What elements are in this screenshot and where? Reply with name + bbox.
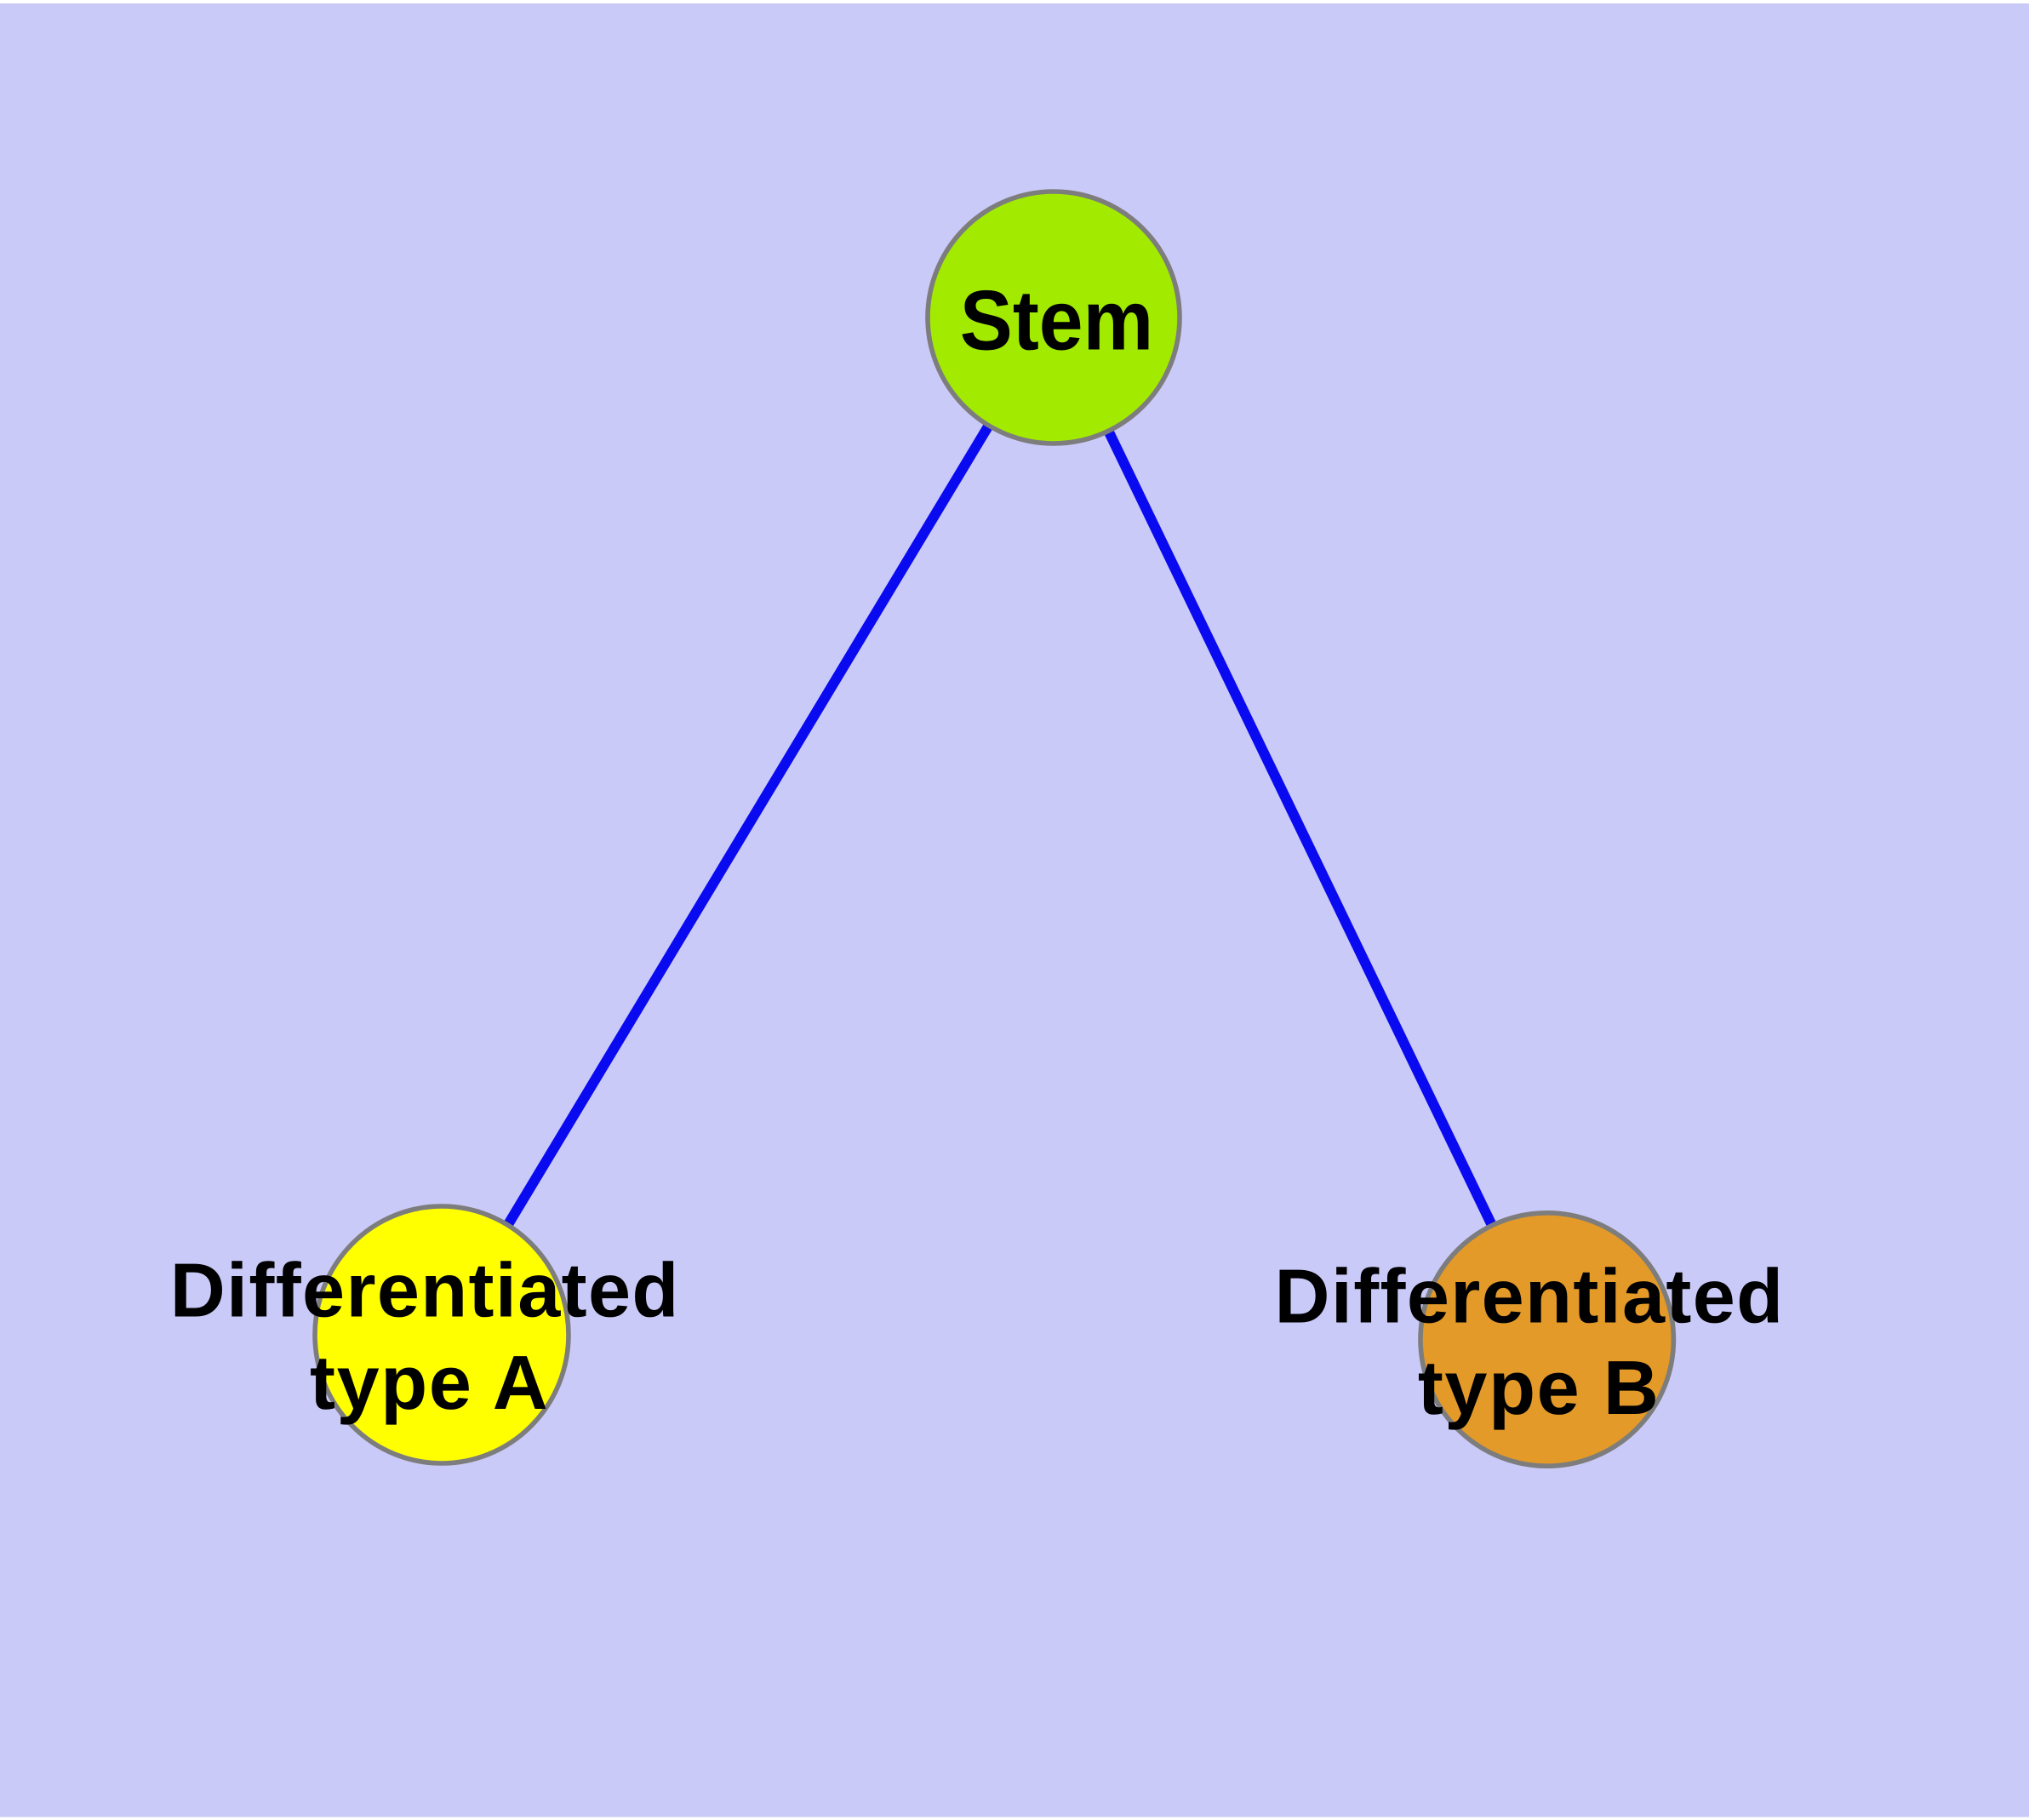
svg-text:Differentiated: Differentiated	[1275, 1255, 1785, 1340]
svg-text:Stem: Stem	[960, 274, 1153, 369]
svg-text:type B: type B	[1418, 1346, 1660, 1431]
svg-text:type A: type A	[310, 1341, 549, 1426]
svg-text:Differentiated: Differentiated	[170, 1249, 680, 1334]
